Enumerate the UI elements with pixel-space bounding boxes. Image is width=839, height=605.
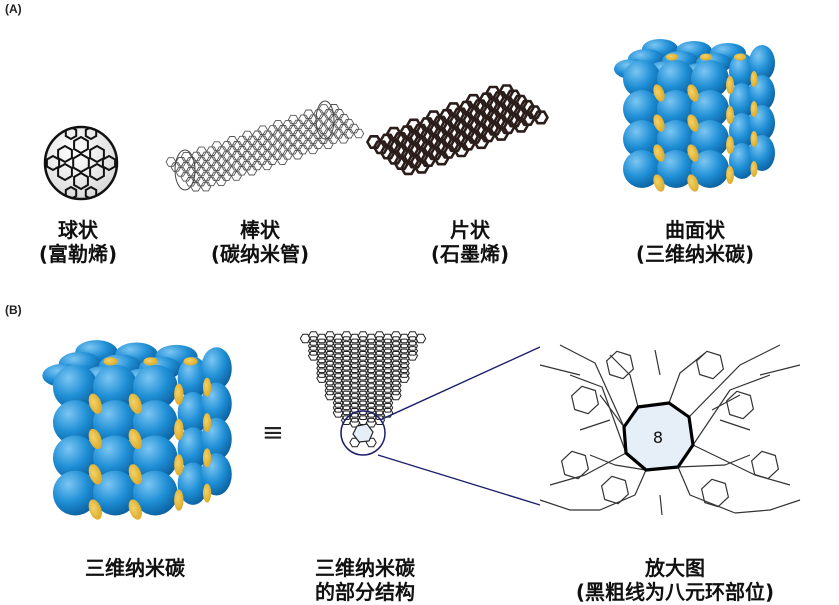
panel-a-label: (A) [5, 2, 22, 16]
3d-nanocarbon-cube-icon [614, 39, 775, 192]
caption-sphere: 球状(富勒烯) [38, 218, 118, 266]
caption-curved: 曲面状(三维纳米碳) [635, 218, 755, 266]
caption-rod: 棒状(碳纳米管) [210, 218, 310, 266]
zoom-circle [340, 410, 386, 456]
ring-label: 8 [653, 428, 663, 447]
fullerene-ball-icon [43, 125, 119, 201]
graphene-sheet-icon [366, 84, 549, 176]
enlarged-view-icon: 8 [539, 344, 801, 516]
caption-b-3d: 三维纳米碳 [85, 556, 185, 580]
caption-b-partial: 三维纳米碳的部分结构 [315, 556, 415, 604]
equivalence-symbol: ≡ [262, 418, 284, 448]
3d-nanocarbon-cube-large-icon [42, 340, 232, 520]
octagon-ring [622, 401, 695, 472]
panel-b-label: (B) [5, 303, 22, 317]
caption-sheet: 片状(石墨烯) [430, 218, 510, 266]
nanotube-icon [165, 100, 365, 192]
caption-b-enlarged: 放大图(黑粗线为八元环部位) [575, 556, 775, 604]
partial-structure-icon [299, 331, 427, 456]
